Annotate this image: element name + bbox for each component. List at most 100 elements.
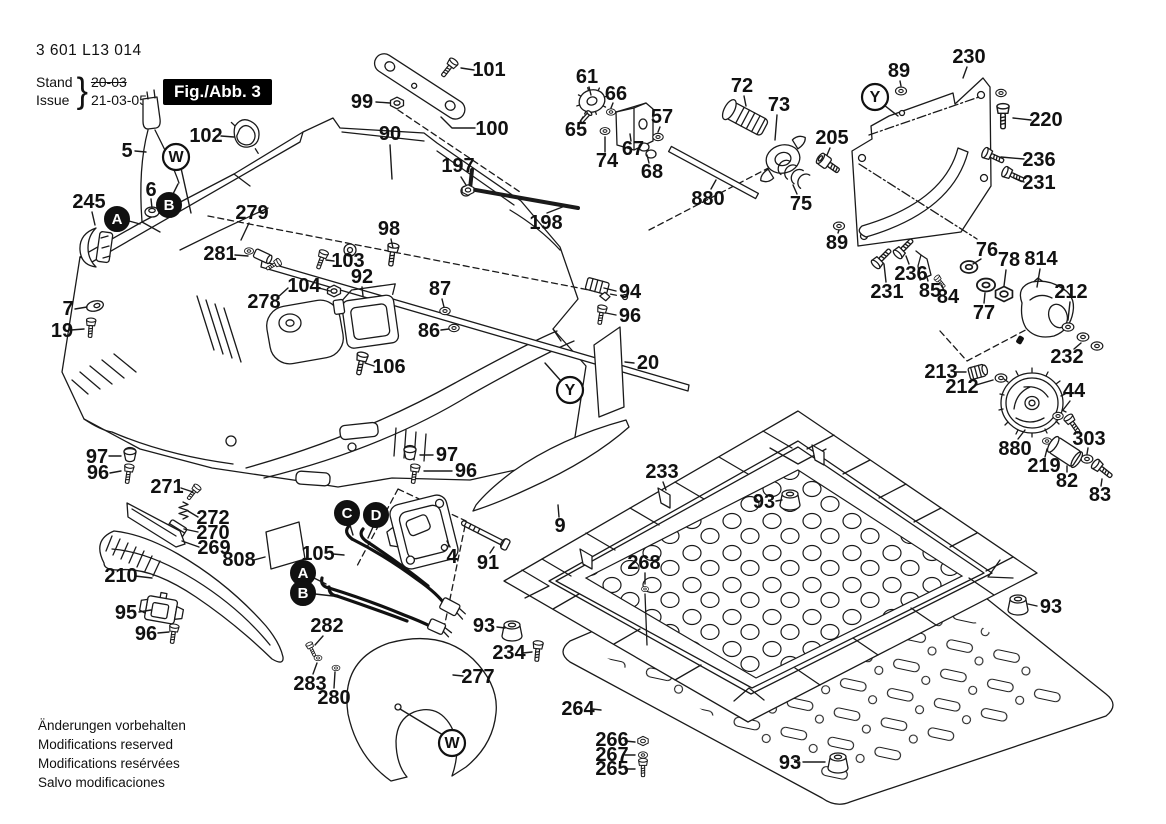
part-label-90: 90 <box>379 123 401 145</box>
leader-line <box>460 67 475 71</box>
ref-marker-Y <box>555 375 585 405</box>
leader-line <box>312 662 318 675</box>
part-label-281: 281 <box>203 243 236 265</box>
issue-date: 21-03-05 <box>90 91 147 108</box>
leader-line <box>375 101 391 104</box>
part-label-271: 271 <box>150 476 183 498</box>
leader-line <box>1062 400 1071 411</box>
leader-line <box>837 229 840 234</box>
figure-badge: Fig./Abb. 3 <box>163 78 272 105</box>
part-label-94: 94 <box>619 281 642 303</box>
part-label-95: 95 <box>115 602 137 624</box>
leader-line <box>1027 603 1038 607</box>
leader-line <box>489 546 495 554</box>
leader-line <box>399 708 444 736</box>
leader-line <box>74 306 88 310</box>
part-label-9: 9 <box>554 515 565 537</box>
part-label-266: 266 <box>595 729 628 751</box>
ref-marker-letter-D: D <box>371 507 382 524</box>
part-label-230: 230 <box>952 46 985 68</box>
part-label-72: 72 <box>731 75 753 97</box>
ref-marker-W <box>161 142 191 172</box>
leader-line <box>1036 268 1041 288</box>
part-label-87: 87 <box>429 278 451 300</box>
ref-marker-letter-B: B <box>298 585 309 602</box>
part-label-231: 231 <box>870 281 903 303</box>
part-label-205: 205 <box>815 127 848 149</box>
disclaimer: Änderungen vorbehalten Modifications res… <box>38 716 186 793</box>
part-label-84: 84 <box>937 286 960 308</box>
issue-label: Issue <box>36 91 70 108</box>
leader-line <box>1017 429 1026 440</box>
leader-line <box>1003 269 1007 287</box>
wiring-harness-105 <box>320 524 466 638</box>
part-label-814: 814 <box>1024 248 1058 270</box>
part-label-19: 19 <box>51 320 73 342</box>
part-label-212: 212 <box>945 376 978 398</box>
ref-marker-letter-A: A <box>298 565 309 582</box>
part-label-83: 83 <box>1089 484 1111 506</box>
leader-line <box>775 499 783 502</box>
part-label-880: 880 <box>691 188 724 210</box>
part-label-106: 106 <box>372 356 405 378</box>
leader-line <box>975 379 994 386</box>
disclaimer-line-de: Änderungen vorbehalten <box>38 718 186 733</box>
part-label-210: 210 <box>104 565 137 587</box>
ref-marker-D <box>363 502 389 528</box>
part-label-93: 93 <box>753 491 775 513</box>
part-label-96: 96 <box>619 305 641 327</box>
leader-line <box>109 470 122 474</box>
ref-marker-C <box>334 500 360 526</box>
part-label-96: 96 <box>87 462 109 484</box>
clamp-parts-269-272 <box>126 482 203 548</box>
part-label-76: 76 <box>976 239 998 261</box>
brace-glyph: } <box>76 71 88 111</box>
housing-small-parts <box>79 89 611 485</box>
cord-clamp-102 <box>230 119 260 154</box>
part-label-198: 198 <box>529 212 562 234</box>
leader-line <box>187 510 199 518</box>
power-switch-4 <box>386 494 459 570</box>
label-sticker-20 <box>593 326 625 418</box>
leader-line <box>390 238 394 249</box>
base-frame-233 <box>503 410 1038 723</box>
ref-marker-B <box>290 580 316 606</box>
part-label-99: 99 <box>351 91 373 113</box>
part-label-283: 283 <box>293 673 326 695</box>
support-plate-230 <box>832 77 1027 290</box>
leader-line <box>441 298 445 308</box>
leader-line <box>972 258 982 265</box>
ref-marker-Y <box>860 82 890 112</box>
leader-line <box>883 263 887 283</box>
leader-line <box>905 255 910 265</box>
leader-line <box>792 184 798 195</box>
part-label-233: 233 <box>645 461 678 483</box>
leader-line <box>276 287 289 299</box>
leader-line <box>172 183 179 195</box>
gear-train <box>576 87 840 200</box>
holder-clip-95 <box>138 591 185 625</box>
hex-key-198 <box>461 168 580 210</box>
part-label-97: 97 <box>436 444 458 466</box>
leader-line <box>1000 156 1025 160</box>
ref-marker-letter-C: C <box>342 505 353 522</box>
part-label-219: 219 <box>1027 455 1060 477</box>
rod-278 <box>243 247 690 392</box>
leader-line <box>743 95 747 107</box>
leader-line <box>361 286 364 297</box>
part-label-67: 67 <box>622 138 644 160</box>
part-label-101: 101 <box>472 59 505 81</box>
leader-line <box>1067 301 1071 321</box>
leader-line <box>253 556 266 561</box>
part-label-97: 97 <box>86 446 108 468</box>
leader-line <box>349 524 354 536</box>
ref-marker-A <box>104 206 130 232</box>
leader-line <box>591 708 602 711</box>
title-block: 3 601 L13 014 Stand Issue } 20-03 21-03-… <box>36 42 272 111</box>
leader-line <box>333 671 336 689</box>
link-bar-100 <box>373 53 466 120</box>
leader-line <box>440 328 450 331</box>
leader-line <box>150 198 153 209</box>
part-label-75: 75 <box>790 193 812 215</box>
